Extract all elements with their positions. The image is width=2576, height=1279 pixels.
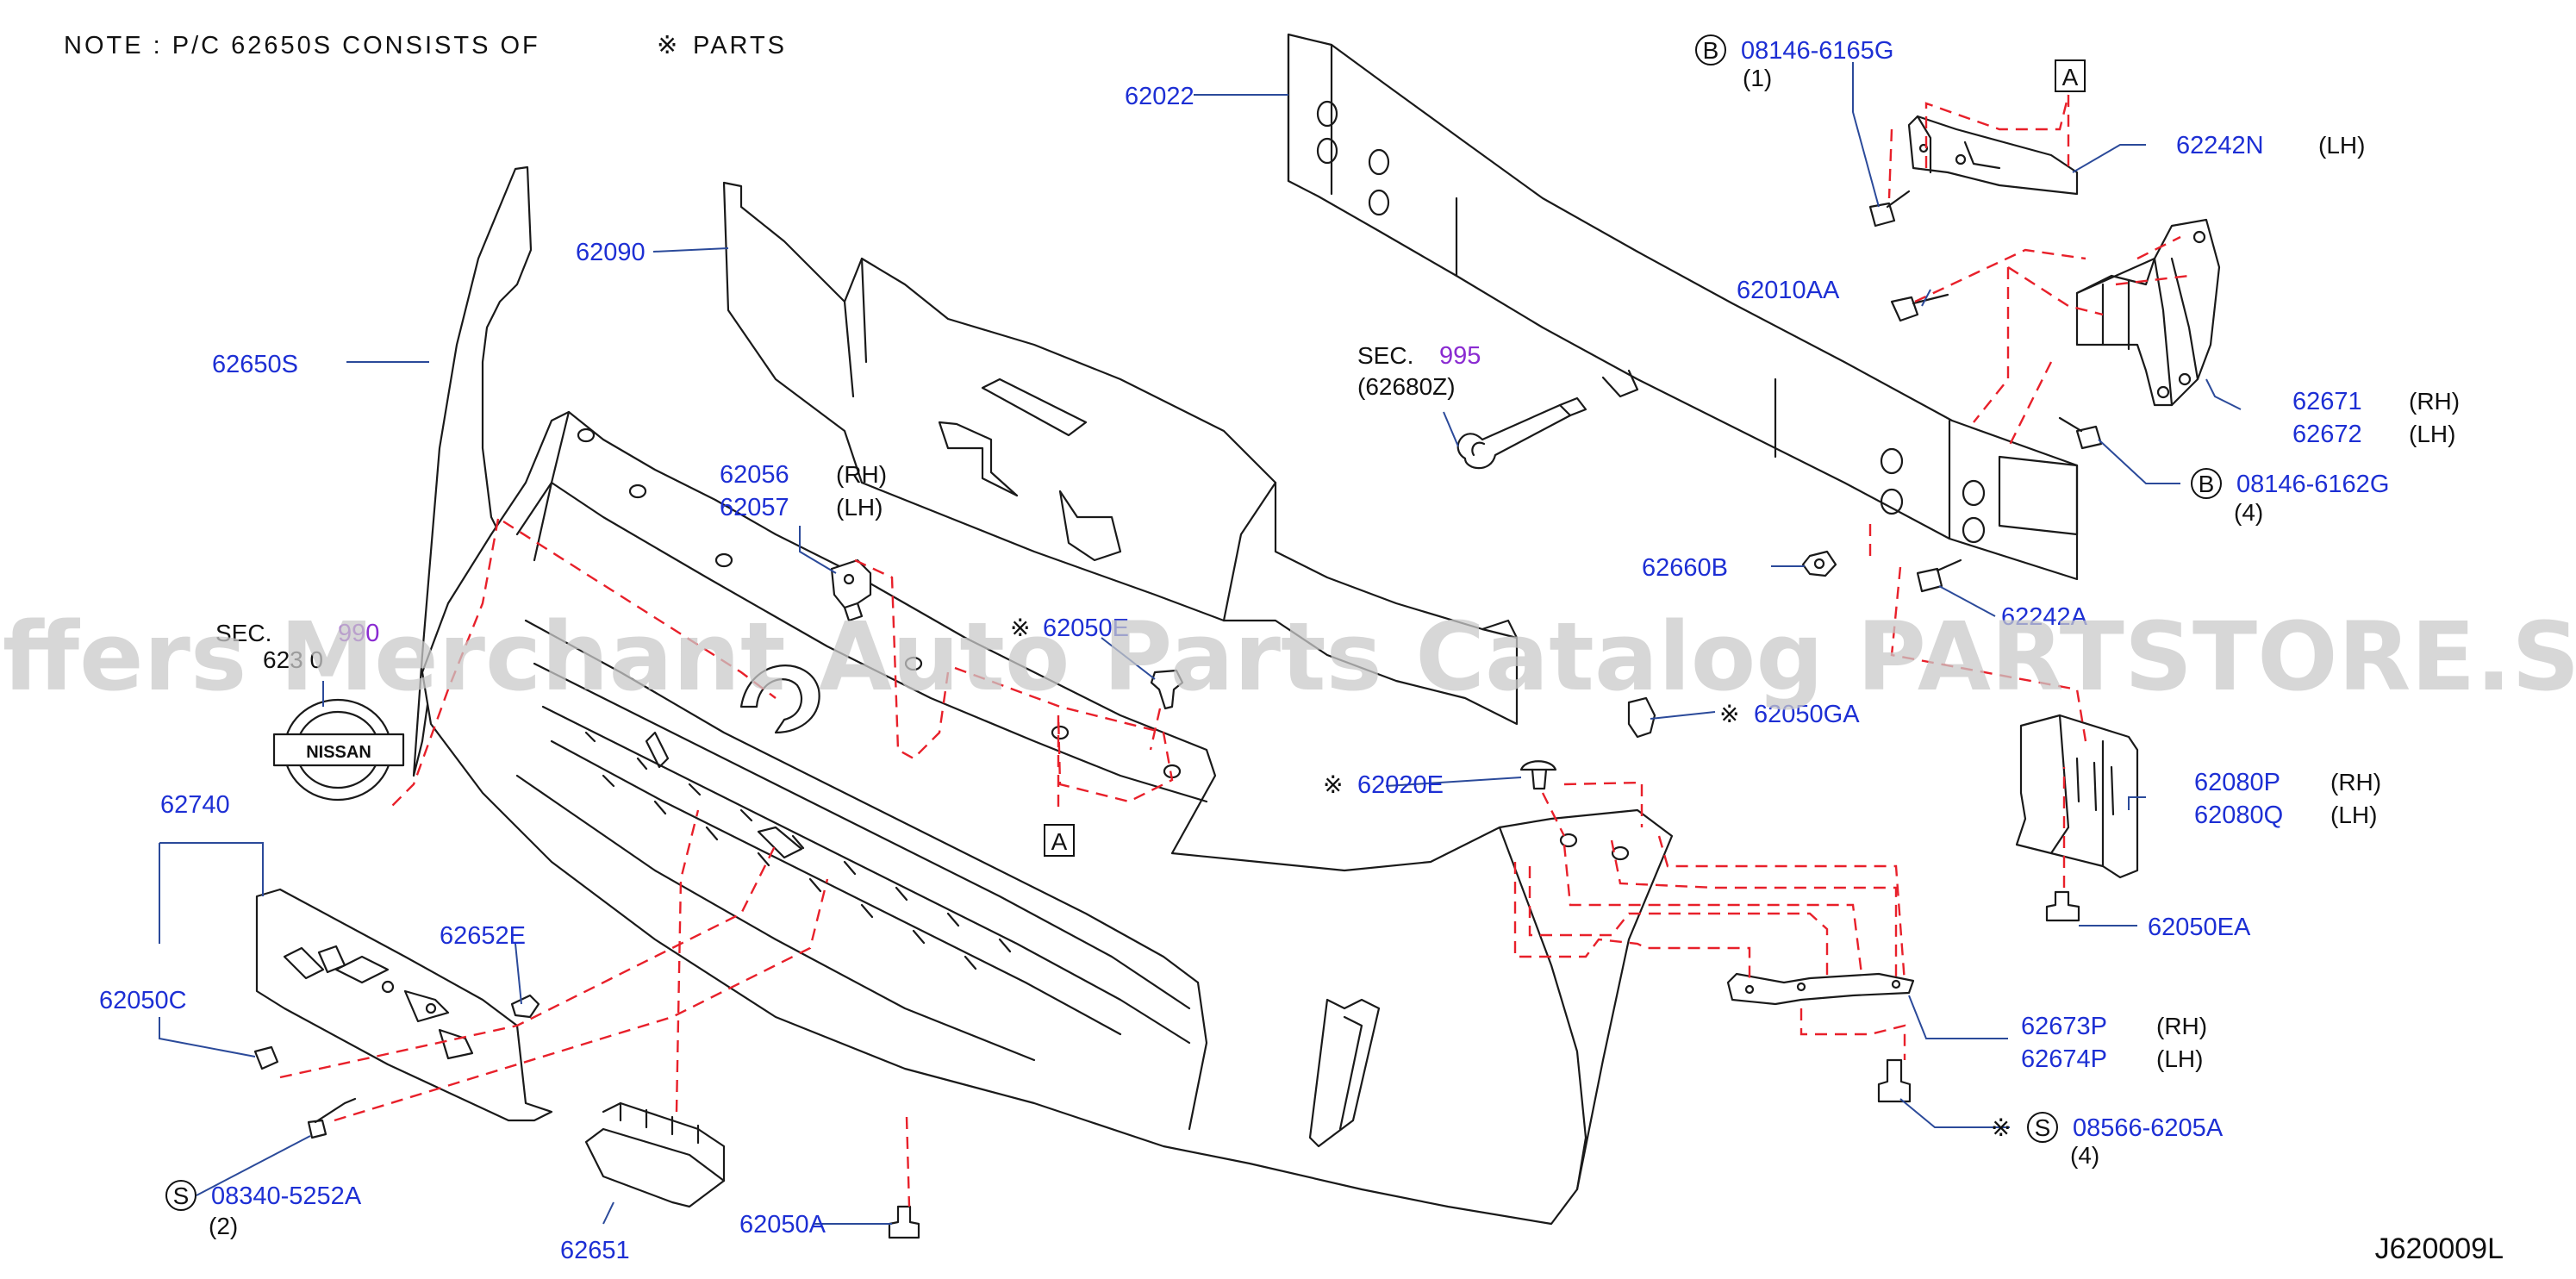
note-star-icon: ※ bbox=[657, 32, 680, 59]
label-62080P: 62080P bbox=[2194, 769, 2280, 796]
sec-number-995: 995 bbox=[1439, 342, 1481, 370]
label-62056: 62056 bbox=[720, 461, 789, 489]
fasteners bbox=[253, 190, 2103, 1239]
watermark-text: Offers Merchant Auto Parts Catalog PARTS… bbox=[0, 602, 2576, 712]
label-62652E: 62652E bbox=[440, 922, 526, 950]
label-62050C: 62050C bbox=[99, 987, 187, 1014]
label-62674P-side: (LH) bbox=[2156, 1045, 2203, 1072]
energy-absorber bbox=[722, 181, 1519, 726]
b-letter-08146-6162G: B bbox=[2199, 471, 2215, 497]
label-62010AA: 62010AA bbox=[1737, 277, 1840, 304]
lower-bracket bbox=[1726, 972, 1915, 1006]
label-62673P: 62673P bbox=[2021, 1013, 2107, 1040]
label-62080Q: 62080Q bbox=[2194, 802, 2283, 829]
b-circle-icon-08146-6162G bbox=[2191, 468, 2222, 499]
label-62057: 62057 bbox=[720, 494, 789, 521]
label-62672-side: (LH) bbox=[2409, 421, 2455, 447]
emblem-text: NISSAN bbox=[306, 743, 371, 762]
label-62020E: 62020E bbox=[1357, 771, 1444, 799]
note-suffix: PARTS bbox=[693, 32, 787, 59]
label-62651: 62651 bbox=[560, 1237, 630, 1264]
s-letter-08340: S bbox=[173, 1182, 190, 1209]
b-letter-08146-6165G: B bbox=[1703, 37, 1719, 64]
star-icon-62050E: ※ bbox=[1010, 615, 1030, 641]
label-62050EA: 62050EA bbox=[2148, 914, 2251, 941]
s-letter-08566: S bbox=[2035, 1114, 2051, 1141]
assembly-guides bbox=[279, 94, 2190, 1207]
bumper-fascia bbox=[412, 165, 1674, 1226]
license-plate-bracket bbox=[255, 888, 553, 1122]
label-62672: 62672 bbox=[2292, 421, 2362, 448]
label-08146-6165G: 08146-6165G bbox=[1741, 37, 1893, 65]
label-08566-6205A: 08566-6205A bbox=[2073, 1114, 2224, 1142]
label-62242A: 62242A bbox=[2001, 603, 2088, 631]
s-circle-icon-08566 bbox=[2027, 1112, 2058, 1143]
label-62056-side: (RH) bbox=[836, 461, 887, 488]
label-62740: 62740 bbox=[160, 791, 230, 819]
label-08340-5252A: 08340-5252A bbox=[211, 1182, 362, 1210]
s-circle-icon-08340 bbox=[165, 1180, 196, 1211]
label-62080Q-side: (LH) bbox=[2330, 802, 2377, 828]
qty-08566: (4) bbox=[2070, 1142, 2099, 1169]
upper-bracket bbox=[1907, 115, 2079, 196]
ref-box-a-upper bbox=[2055, 59, 2086, 92]
label-62673P-side: (RH) bbox=[2156, 1013, 2207, 1039]
label-62050GA: 62050GA bbox=[1754, 701, 1860, 728]
leader-lines bbox=[159, 62, 2242, 1225]
note-text: NOTE : P/C 62650S CONSISTS OF bbox=[64, 32, 540, 59]
ref-box-a-lower bbox=[1044, 824, 1075, 857]
ref-letter-a-upper: A bbox=[2062, 64, 2079, 90]
callout-labels: 62022 62090 62650S 62056 (RH) 62057 (LH)… bbox=[99, 34, 2460, 1264]
sec-sub-990: 623 0 bbox=[263, 646, 323, 673]
label-08146-6162G: 08146-6162G bbox=[2236, 471, 2389, 498]
star-icon-08566: ※ bbox=[1991, 1114, 2011, 1141]
tow-hook-cover bbox=[584, 1101, 726, 1208]
label-62050E: 62050E bbox=[1043, 615, 1129, 642]
diagram-code: J620009L bbox=[2375, 1232, 2504, 1265]
label-62650S: 62650S bbox=[212, 351, 298, 378]
sec-number-990: 990 bbox=[338, 620, 379, 647]
label-62090: 62090 bbox=[576, 239, 646, 266]
side-bracket bbox=[2075, 218, 2221, 407]
label-62242N-side: (LH) bbox=[2318, 132, 2365, 159]
sec-label-990: SEC. bbox=[215, 620, 271, 646]
star-icon-62050GA: ※ bbox=[1719, 701, 1739, 727]
qty-08146-6165G: (1) bbox=[1743, 65, 1772, 91]
label-62057-side: (LH) bbox=[836, 494, 883, 521]
label-62080P-side: (RH) bbox=[2330, 769, 2381, 795]
label-62671: 62671 bbox=[2292, 388, 2362, 415]
label-62022: 62022 bbox=[1125, 83, 1194, 110]
qty-08146-6162G: (4) bbox=[2234, 499, 2263, 526]
star-icon-62020E: ※ bbox=[1323, 771, 1343, 798]
nissan-emblem: NISSAN bbox=[272, 698, 405, 802]
tow-hook bbox=[1456, 396, 1587, 470]
ref-letter-a-lower: A bbox=[1051, 828, 1068, 855]
label-62242N: 62242N bbox=[2176, 132, 2264, 159]
sec-label-995: SEC. bbox=[1357, 342, 1413, 369]
label-62671-side: (RH) bbox=[2409, 388, 2460, 415]
splash-guard-bracket bbox=[2015, 714, 2139, 879]
reinforcement-beam bbox=[1287, 33, 2079, 581]
label-62050A: 62050A bbox=[739, 1211, 826, 1238]
b-circle-icon-08146-6165G bbox=[1695, 34, 1726, 66]
label-62660B: 62660B bbox=[1642, 554, 1728, 582]
qty-08340: (2) bbox=[209, 1213, 238, 1239]
sec-sub-995: (62680Z) bbox=[1357, 373, 1456, 400]
label-62674P: 62674P bbox=[2021, 1045, 2107, 1073]
